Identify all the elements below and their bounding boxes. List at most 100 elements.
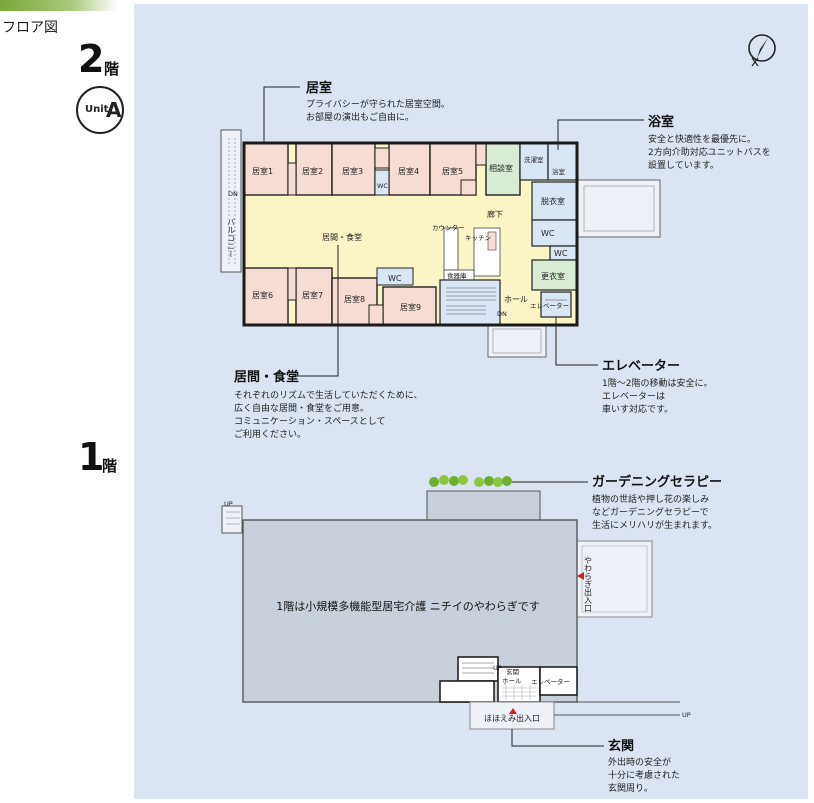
counter-label: カウンター (432, 223, 465, 232)
floor-plan-panel: DN バルコニー 居室1 居室2 居室 (134, 4, 808, 799)
hall-label: ホール (504, 295, 528, 304)
room-1-label: 居室1 (252, 166, 273, 176)
room-4-label: 居室4 (398, 166, 419, 176)
annotation-living-body-1: それぞれのリズムで生活していただくために、 (234, 389, 422, 401)
hall-dn-label: DN (497, 310, 507, 318)
hall-terrace (487, 324, 547, 358)
garden-deck (426, 490, 541, 521)
elevator-2f-label: エレベーター (530, 301, 569, 310)
annotation-living-body-4: ご利用ください。 (234, 428, 306, 440)
floor1-main-text: 1階は小規模多機能型居宅介護 ニチイのやわらぎです (276, 599, 540, 613)
annotation-garden-title: ガーデニングセラピー (592, 474, 722, 490)
left-stair-up: UP (224, 500, 233, 508)
annotation-room-body-1: プライバシーが守られた居室空間。 (306, 98, 450, 110)
floor2-number: 2 (78, 37, 105, 81)
annotation-room-title: 居室 (306, 80, 332, 96)
unit-prefix: Unit (85, 104, 109, 115)
annotation-elevator-title: エレベーター (602, 359, 680, 374)
consult-label: 相談室 (489, 163, 513, 173)
compass-north-icon (748, 34, 776, 67)
annotation-bath: 浴室 安全と快適性を最優先に。 2方向介助対応ユニットバスを 設置しています。 (557, 114, 771, 171)
annotation-living-body-3: コミュニケーション・スペースとして (234, 416, 385, 427)
annotation-entrance-title: 玄関 (608, 738, 634, 754)
floor2-suffix: 階 (104, 60, 120, 78)
dressing-label: 脱衣室 (541, 196, 565, 206)
annotation-living-body-2: 広く自由な居間・食堂をご用意。 (234, 402, 369, 414)
genkan-label-1: 玄関 (506, 667, 519, 676)
tree-icon (429, 475, 512, 487)
side-terrace (576, 540, 653, 618)
floor1-suffix: 階 (102, 457, 118, 475)
balcony-label: バルコニー (227, 218, 236, 258)
annotation-entrance-body-1: 外出時の安全が (608, 756, 671, 768)
annotation-garden-body-2: などガーデニングセラピーで (592, 506, 708, 518)
section-title: フロア図 (2, 20, 58, 36)
counter-area (443, 227, 459, 271)
wc-right2-label: WC (554, 249, 568, 258)
bath-terrace (577, 179, 661, 238)
wc-right-1 (531, 219, 578, 247)
floor1-number: 1 (78, 435, 105, 479)
changing-label: 更衣室 (541, 271, 565, 281)
side-entrance-label: やわらぎ出入口 (584, 556, 593, 612)
elevator-2f (540, 291, 572, 318)
annotation-room: 居室 プライバシーが守られた居室空間。 お部屋の演出もご自由に。 (263, 80, 450, 143)
annotation-garden-body-3: 生活にメリハリが生まれます。 (592, 519, 717, 531)
elevator-1f (539, 666, 578, 696)
kitchen-label: キッチン (465, 234, 491, 242)
wc-right-label: WC (541, 229, 555, 238)
room-4 (388, 142, 431, 196)
room-8-label: 居室8 (344, 294, 365, 304)
annotation-bath-body-1: 安全と快適性を最優先に。 (648, 133, 756, 145)
annotation-room-body-2: お部屋の演出もご自由に。 (306, 111, 414, 123)
annotation-elevator: エレベーター 1階～2階の移動は安全に。 エレベーターは 車いす対応です。 (555, 317, 712, 415)
annotation-elevator-body-2: エレベーターは (602, 391, 665, 402)
annotation-elevator-body-3: 車いす対応です。 (602, 403, 673, 415)
main-entrance-label: ほほえみ出入口 (484, 713, 540, 723)
elevator-1f-label: エレベーター (531, 677, 570, 686)
annotation-garden-body-1: 植物の世話や押し花の楽しみ (592, 493, 709, 505)
room-2 (295, 142, 333, 196)
pantry-label: 食器庫 (447, 271, 467, 280)
room-3 (331, 142, 376, 196)
annotation-living-title: 居間・食堂 (234, 369, 299, 385)
floor-plan-svg: DN バルコニー 居室1 居室2 居室 (220, 34, 776, 794)
floor1-stair-up: UP (493, 664, 502, 672)
bath-label: 浴室 (552, 167, 566, 176)
annotation-garden: ガーデニングセラピー 植物の世話や押し花の楽しみ などガーデニングセラピーで 生… (512, 474, 722, 531)
wc-bottom (376, 267, 414, 286)
bathroom (547, 142, 578, 181)
annotation-bath-title: 浴室 (648, 114, 674, 130)
annotation-entrance: 玄関 外出時の安全が 十分に考慮された 玄関周り。 (511, 729, 680, 794)
room-9-label: 居室9 (400, 302, 421, 312)
room-6-label: 居室6 (252, 290, 273, 300)
living-label: 居間・食堂 (322, 232, 362, 242)
room-7-label: 居室7 (302, 290, 323, 300)
hall-stairs (439, 279, 501, 326)
room-2-label: 居室2 (302, 166, 323, 176)
room-3-label: 居室3 (342, 166, 363, 176)
wc-top (374, 169, 390, 196)
room-5-label: 居室5 (442, 166, 463, 176)
unit-badge: Unit A (76, 86, 124, 134)
laundry-label: 洗濯室 (524, 155, 544, 164)
wc-bottom-label: WC (388, 274, 402, 283)
balcony-dn-label: DN (228, 190, 238, 198)
entrance-path-up: UP (682, 711, 691, 719)
main-entrance-arrow-icon (509, 708, 517, 714)
unit-letter: A (106, 98, 122, 122)
annotation-elevator-body-1: 1階～2階の移動は安全に。 (602, 377, 712, 389)
annotation-bath-body-3: 設置しています。 (648, 159, 719, 171)
changing-room (531, 259, 578, 291)
header-accent-bar (0, 0, 118, 11)
annotation-entrance-body-3: 玄関周り。 (608, 782, 653, 794)
left-stair (221, 505, 243, 534)
corridor-label: 廊下 (487, 209, 503, 219)
genkan-label-2: ホール (502, 677, 522, 685)
annotation-living: 居間・食堂 それぞれのリズムで生活していただくために、 広く自由な居間・食堂をご… (234, 245, 422, 440)
wc-top-label: WC (377, 182, 388, 190)
main-entrance-area (469, 701, 555, 730)
annotation-entrance-body-2: 十分に考慮された (608, 769, 680, 781)
floor1-stair (457, 656, 499, 682)
room-1 (243, 142, 289, 196)
